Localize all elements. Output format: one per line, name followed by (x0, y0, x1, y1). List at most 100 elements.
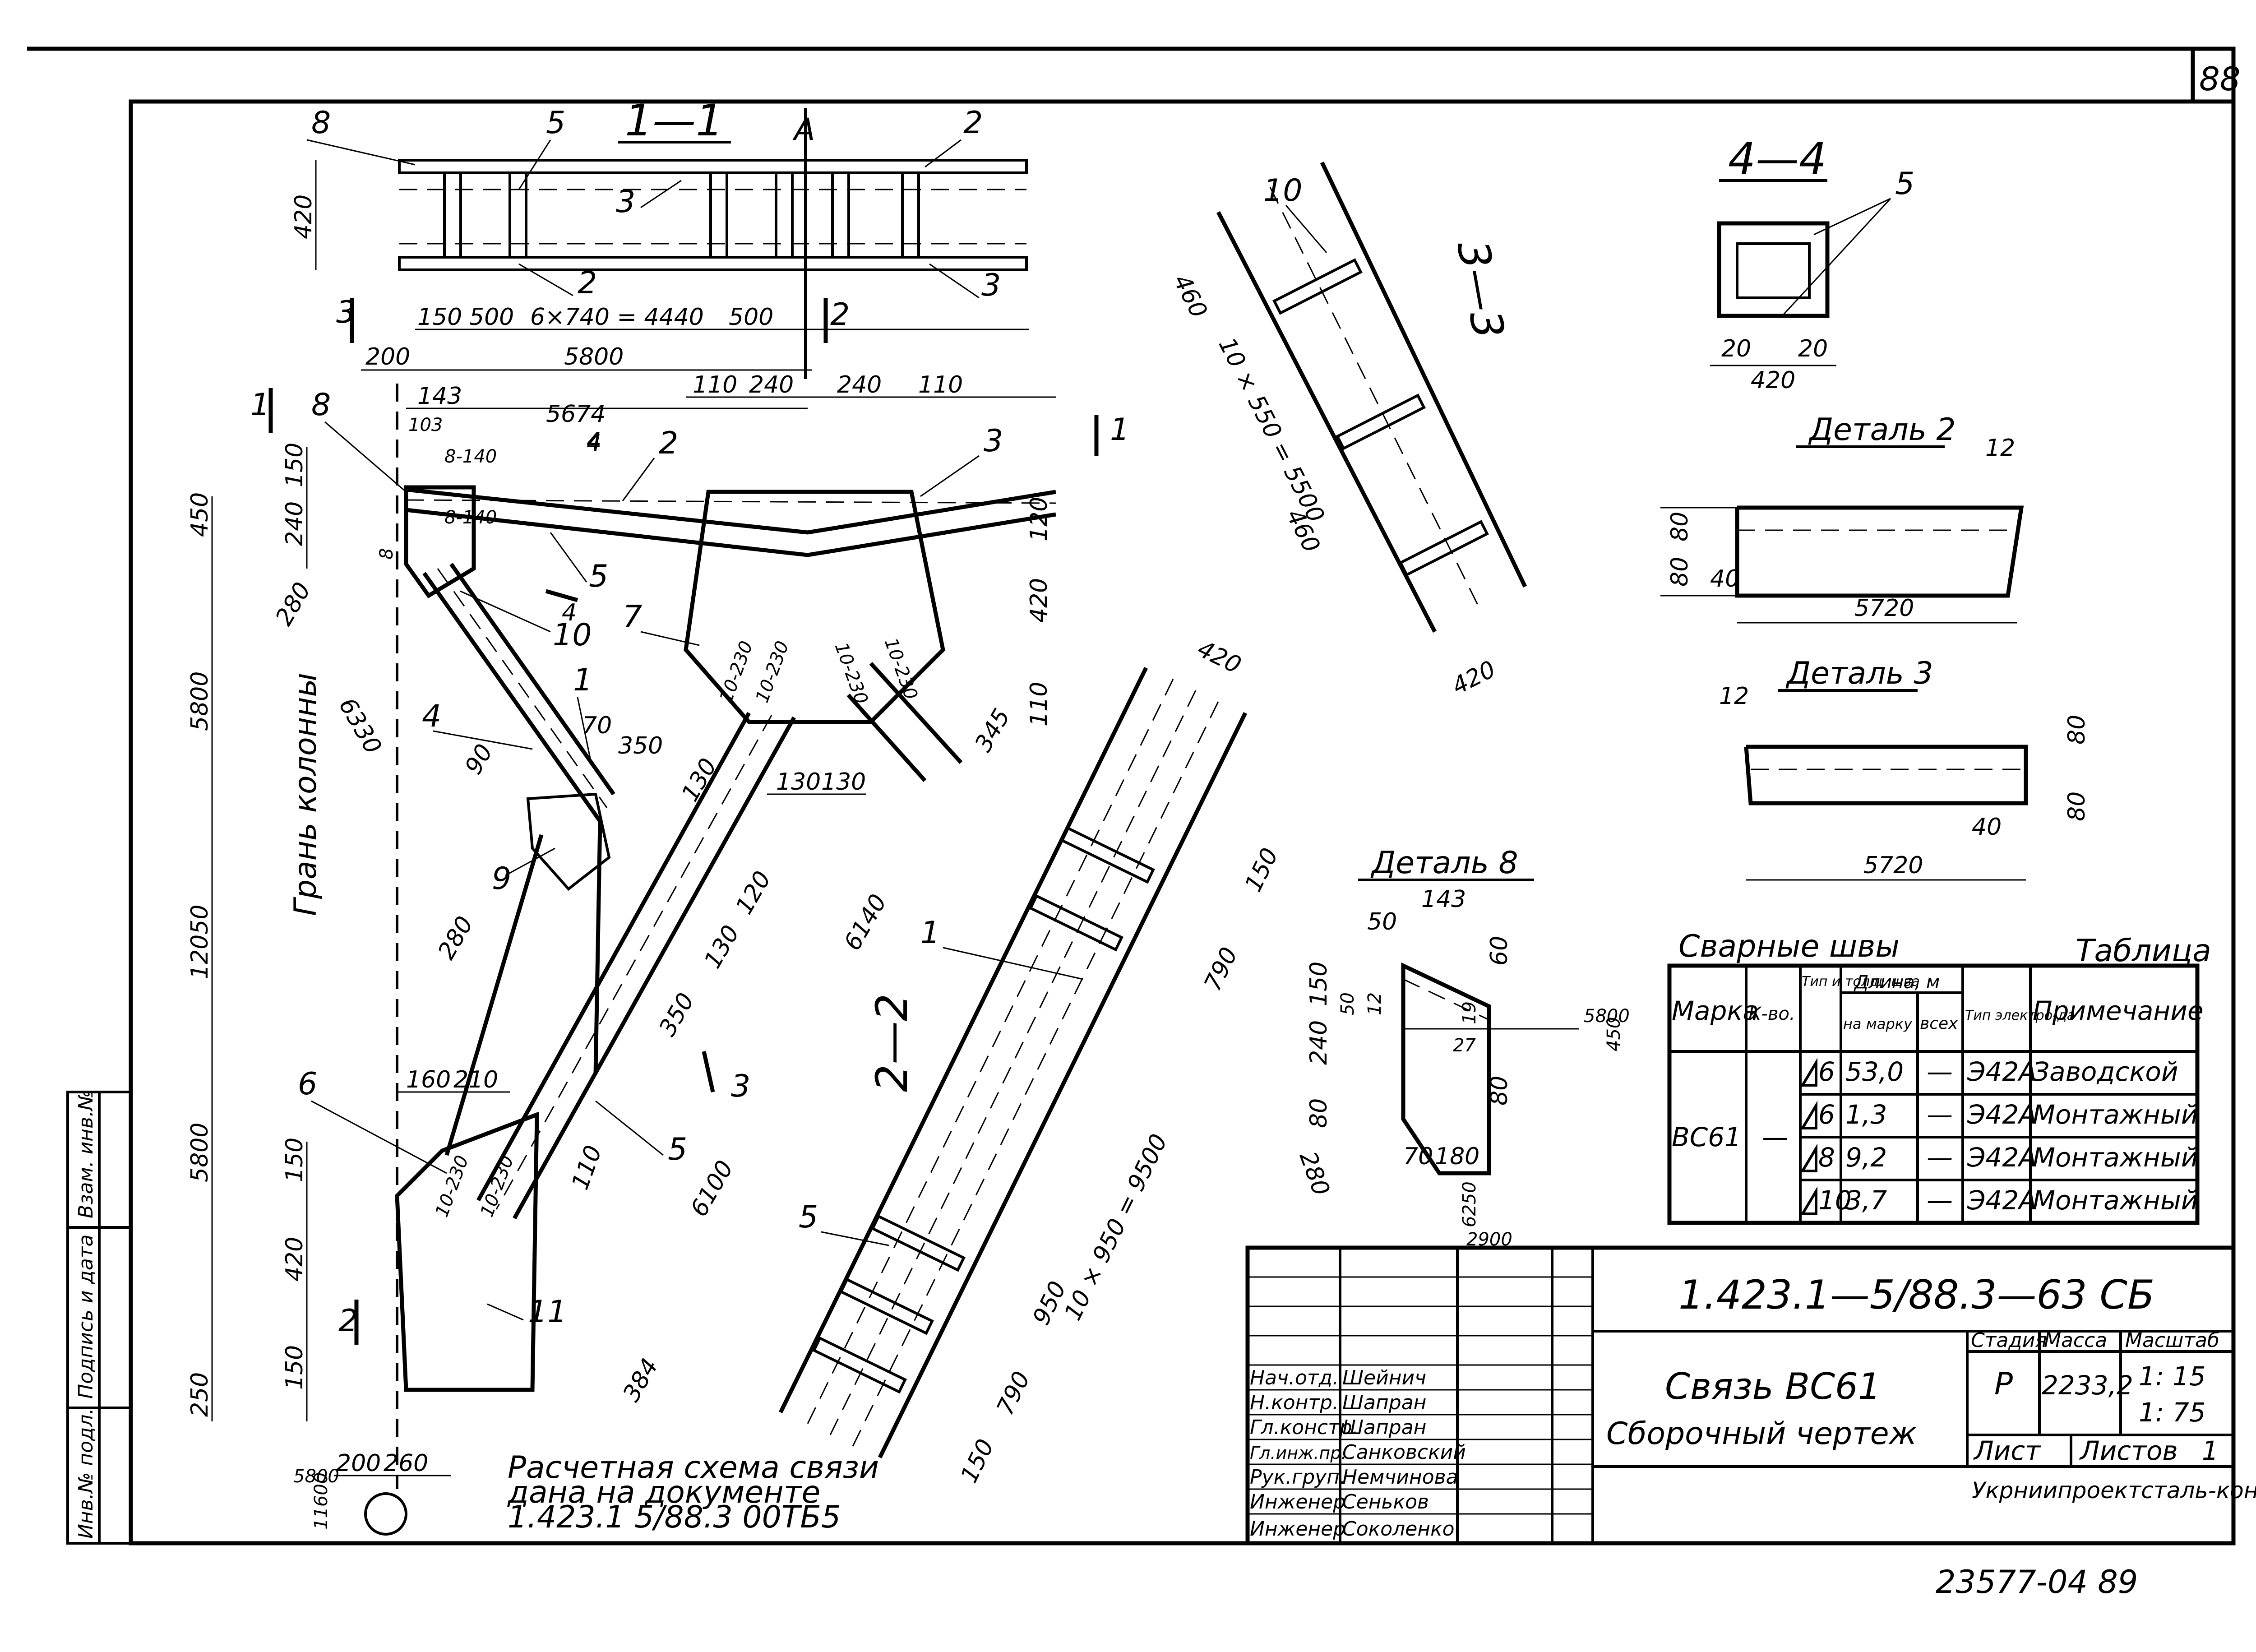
wt-r3-per-mark: 9,2 (1845, 1142, 1887, 1173)
s11-dim-500b: 500 (729, 304, 773, 331)
main-cut-1b: 1 (1110, 412, 1129, 448)
main-label-8: 8 (311, 387, 331, 423)
s33-dim-460a: 460 (1168, 270, 1212, 323)
dim-5800-corner: 5800 (293, 1466, 339, 1487)
hole-marker (364, 1492, 407, 1536)
s33-dim-420: 420 (1448, 656, 1500, 700)
wt-r4-total: — (1927, 1185, 1953, 1216)
dim-250: 250 (186, 1372, 213, 1417)
dim-280b: 280 (433, 912, 479, 964)
detail-8-title: Деталь 8 (1370, 845, 1518, 881)
signature-row: Инженер Соколенко (1250, 1518, 1455, 1541)
weld-row: 6 53,0 — Э42А Заводской (1818, 1056, 2178, 1087)
s11-label-2a: 2 (963, 105, 983, 141)
s11-dim-150: 150 (417, 304, 462, 331)
wt-r4-per-mark: 3,7 (1845, 1185, 1887, 1216)
section-1-1-title: 1—1 (625, 95, 723, 146)
side-stamp-replace: Взам. инв.№ (74, 1090, 97, 1218)
mass-value: 2233,2 (2042, 1370, 2133, 1401)
d8-dim-50a: 50 (1367, 908, 1397, 935)
wt-r1-type: 6 (1818, 1056, 1835, 1087)
d8-dim-5800: 5800 (1584, 1006, 1630, 1027)
weld-table: Сварные швы Таблица Марка К-во. Тип и то… (1667, 929, 2211, 1225)
s22-dim-790a: 790 (1199, 943, 1243, 995)
detail-3: Деталь 3 12 80 80 40 5720 (1719, 656, 2090, 881)
side-stamp-signature: Подпись и дата (74, 1235, 97, 1399)
main-label-4a: 4 (587, 430, 601, 457)
wt-r2-electrode: Э42А (1967, 1099, 2037, 1130)
scheme-note-1: Расчетная схема связи (508, 1450, 879, 1485)
d2-dim-40: 40 (1710, 565, 1740, 592)
s22-label-1: 1 (920, 915, 940, 951)
dim-450: 450 (186, 492, 213, 537)
d8-dim-50b: 50 (1337, 992, 1358, 1015)
d8-dim-180: 180 (1435, 1143, 1479, 1170)
dim-240-top: 240 (281, 501, 308, 546)
dim-6330: 6330 (333, 694, 387, 759)
scheme-note-3: 1.423.1 5/88.3 00ТБ5 (508, 1499, 841, 1535)
detail-2-title: Деталь 2 (1808, 412, 1956, 448)
sig-role-2: Н.контр. (1250, 1391, 1339, 1414)
dim-160: 160 (406, 1066, 451, 1093)
sig-name-1: Шейнич (1342, 1366, 1426, 1389)
wt-r4-note: Монтажный (2033, 1185, 2198, 1216)
dim-110a: 110 (693, 371, 737, 398)
dim-8-140b: 8-140 (444, 507, 497, 528)
weld-row: 6 1,3 — Э42А Монтажный (1818, 1099, 2198, 1130)
dim-280a: 280 (270, 578, 316, 630)
wt-h-count: К-во. (1748, 1004, 1795, 1024)
wt-r3-electrode: Э42А (1967, 1142, 2037, 1173)
dim-420-right: 420 (1026, 578, 1053, 623)
s44-label-5: 5 (1895, 166, 1914, 202)
sig-role-1: Нач.отд. (1250, 1366, 1339, 1389)
wt-r1-note: Заводской (2033, 1056, 2178, 1087)
signature-row: Нач.отд. Шейнич (1250, 1366, 1426, 1389)
sheets-label: Листов (2079, 1435, 2178, 1466)
title-block: Нач.отд. Шейнич Н.контр. Шапран Гл.конст… (1245, 1245, 2256, 1546)
dim-420-bot: 420 (281, 1237, 308, 1282)
wt-h-note: Примечание (2033, 995, 2204, 1026)
dim-10-230b: 10-230 (752, 639, 793, 706)
section-2-2-title: 2—2 (867, 994, 917, 1092)
document-code: 1.423.1—5/88.3—63 СБ (1678, 1272, 2154, 1318)
wt-r2-type: 6 (1818, 1099, 1835, 1130)
s22-dim-790b: 790 (992, 1367, 1036, 1420)
signature-row: Н.контр. Шапран (1250, 1391, 1426, 1414)
main-label-7: 7 (623, 599, 642, 635)
d8-dim-80a: 80 (1305, 1098, 1332, 1128)
column-face-label: Грань колонны (288, 673, 324, 916)
wt-r2-per-mark: 1,3 (1845, 1099, 1887, 1130)
d8-dim-12: 12 (1364, 992, 1385, 1015)
s11-label-2b: 2 (578, 265, 597, 301)
wt-h-type: Тип и толщ. шва (1802, 974, 1920, 990)
main-label-11: 11 (528, 1294, 567, 1330)
dim-10-230a: 10-230 (716, 639, 757, 706)
signature-row: Гл.констр. Шапран (1250, 1416, 1426, 1439)
sig-name-3: Шапран (1342, 1416, 1426, 1439)
s11-label-3b: 3 (981, 268, 1001, 303)
wt-h-total: всех (1920, 1014, 1958, 1033)
main-view: Грань колонны 1 1 4 4 3 (186, 371, 1129, 1535)
dim-5674: 5674 (546, 401, 606, 428)
dim-110-right: 110 (1026, 682, 1053, 727)
dim-11600: 11600 (311, 1472, 332, 1530)
detail-8: Деталь 8 50 143 60 150 50 12 19 27 240 8… (1294, 845, 1630, 1250)
main-label-9: 9 (492, 861, 511, 897)
wt-h-mark: Марка (1672, 995, 1759, 1026)
dim-143: 143 (417, 383, 462, 410)
dim-120b: 120 (730, 867, 777, 919)
d3-dim-40: 40 (1972, 814, 2002, 841)
sig-name-5: Немчинова (1342, 1466, 1458, 1489)
wt-h-length: Длина, м (1854, 972, 1940, 993)
dim-130d: 130 (699, 921, 745, 973)
dim-240b: 240 (837, 371, 882, 398)
d8-dim-450: 450 (1604, 1017, 1624, 1051)
sig-role-7: Инженер (1250, 1518, 1345, 1541)
d3-dim-80a: 80 (2063, 715, 2090, 745)
wt-count: — (1762, 1122, 1788, 1152)
detail-3-title: Деталь 3 (1785, 656, 1933, 691)
dim-10-230e: 10-230 (431, 1153, 473, 1220)
sig-role-5: Рук.груп. (1250, 1466, 1346, 1489)
dim-200: 200 (336, 1450, 381, 1477)
dim-130c: 130 (676, 754, 722, 806)
